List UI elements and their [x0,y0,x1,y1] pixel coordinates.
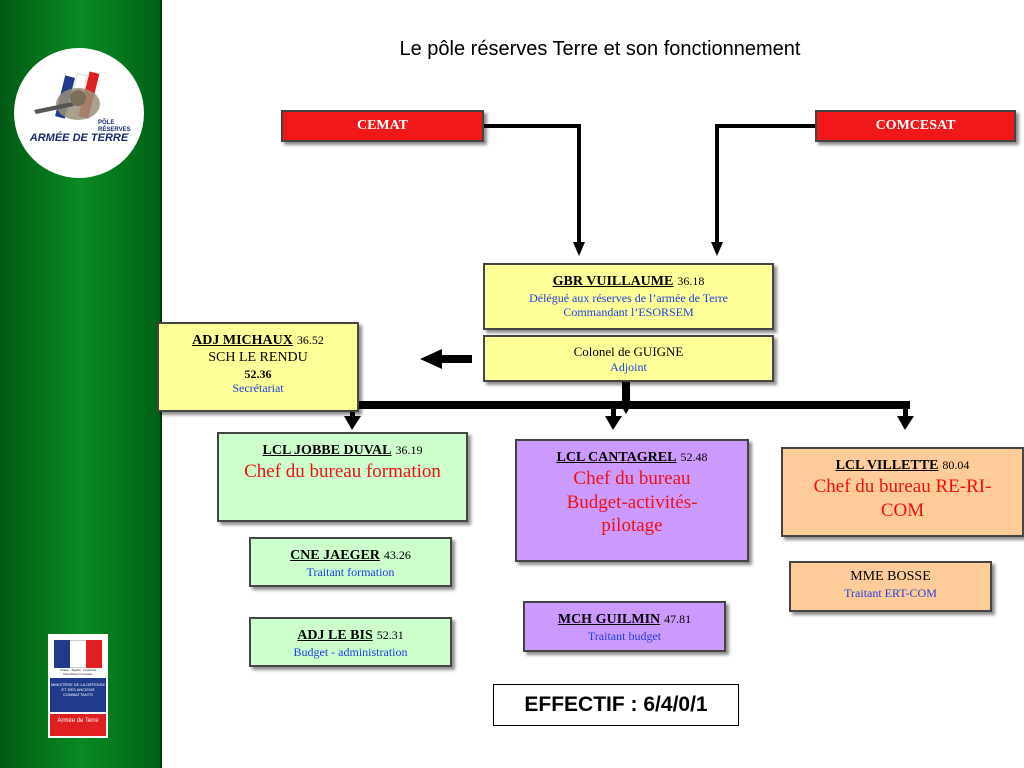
cantagrel-box: LCL CANTAGREL 52.48 Chef du bureau Budge… [515,439,749,562]
connector-comcesat [715,124,815,252]
connector-bus [348,401,910,409]
arrow-villette [897,416,914,430]
arrow-jobbe [344,416,361,430]
jobbe-name: LCL JOBBE DUVAL [262,443,392,458]
guilmin-name: MCH GUILMIN [557,612,661,627]
guigne-role: Adjoint [610,359,647,374]
arrow-secretariat [420,349,442,369]
bosse-role: Traitant ERT-COM [844,585,937,600]
cantagrel-role: Chef du bureau Budget-activités-pilotage [566,467,698,537]
guilmin-number: 47.81 [664,612,692,626]
michaux-number: 36.52 [296,333,324,347]
jobbe-box: LCL JOBBE DUVAL 36.19 Chef du bureau for… [217,432,468,522]
gbr-role-1: Délégué aux réserves de l’armée de Terre [529,290,728,305]
page-title: Le pôle réserves Terre et son fonctionne… [399,38,801,60]
lebis-box: ADJ LE BIS 52.31 Budget - administration [249,617,452,667]
gbr-box: GBR VUILLAUME 36.18 Délégué aux réserves… [483,263,774,330]
comcesat-label: COMCESAT [875,118,956,133]
bosse-box: MME BOSSE Traitant ERT-COM [789,561,992,612]
effectif-label: EFFECTIF : 6/4/0/1 [493,684,739,726]
jobbe-number: 36.19 [395,443,423,457]
lebis-name: ADJ LE BIS [297,628,373,643]
guilmin-box: MCH GUILMIN 47.81 Traitant budget [523,601,726,652]
logo-brand: ARMÉE DE TERRE [29,132,129,144]
secretariat-role: Secrétariat [232,380,284,395]
ministry-army: Armée de Terre [50,714,106,736]
villette-role: Chef du bureau RE-RI-COM [813,475,992,521]
villette-number: 80.04 [942,458,970,472]
arrow-cemat [573,242,585,256]
villette-name: LCL VILLETTE [835,458,939,473]
jaeger-role: Traitant formation [306,564,395,579]
jaeger-name: CNE JAEGER [290,548,380,563]
cantagrel-number: 52.48 [680,450,708,464]
gbr-number: 36.18 [677,274,705,288]
cantagrel-name: LCL CANTAGREL [556,450,677,465]
guigne-name: Colonel de GUIGNE [573,344,684,359]
connector-trunk [622,382,630,404]
bosse-name: MME BOSSE [850,569,931,584]
jobbe-role: Chef du bureau formation [244,460,441,482]
lebis-number: 52.31 [376,628,404,642]
secretariat-box: ADJ MICHAUX 36.52 SCH LE RENDU 52.36 Sec… [157,322,359,412]
french-flag-icon [54,640,102,668]
arrow-cantagrel [605,416,622,430]
cemat-label: CEMAT [356,118,409,133]
comcesat-box: COMCESAT [815,110,1016,142]
jaeger-number: 43.26 [383,548,411,562]
cemat-box: CEMAT [281,110,484,142]
guilmin-role: Traitant budget [587,628,662,643]
guigne-box: Colonel de GUIGNE Adjoint [483,335,774,382]
lerendu-number: 52.36 [244,366,272,381]
gbr-name: GBR VUILLAUME [552,274,674,289]
michaux-name: ADJ MICHAUX [192,333,293,348]
lerendu-name: SCH LE RENDU [208,349,308,365]
ministry-name: MINISTÈRE DE LA DÉFENSE ET DES ANCIENS C… [50,678,106,712]
logo-emblem-icon [34,71,100,120]
arrow-comcesat [711,242,723,256]
jaeger-box: CNE JAEGER 43.26 Traitant formation [249,537,452,587]
connector-secretariat [438,355,472,363]
gbr-role-2: Commandant l’ESORSEM [563,305,694,320]
lebis-role: Budget - administration [293,644,408,659]
villette-box: LCL VILLETTE 80.04 Chef du bureau RE-RI-… [781,447,1024,537]
connector-cemat [484,124,581,252]
